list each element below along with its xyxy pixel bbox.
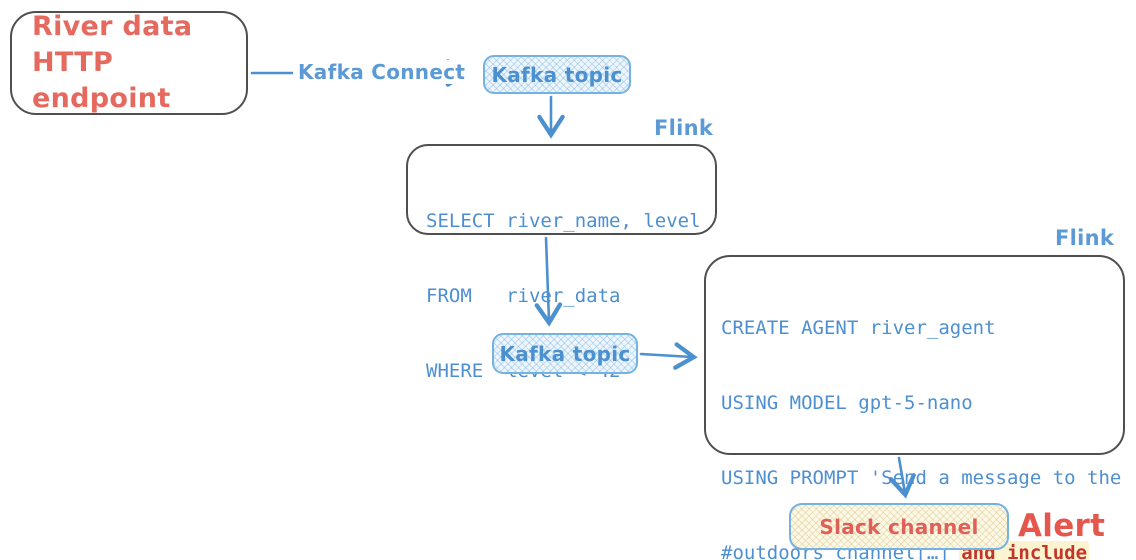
flink-agent-node: CREATE AGENT river_agent USING MODEL gpt…: [704, 255, 1125, 560]
agent-code-line: USING PROMPT 'Send a message to the: [721, 466, 1123, 491]
source-node-line1: River data: [32, 11, 193, 42]
sql-line: SELECT river_name, level: [426, 210, 701, 232]
kafka-topic-1-label: Kafka topic: [491, 62, 623, 87]
kafka-topic-node-1: Kafka topic: [483, 55, 631, 94]
agent-code-line: CREATE AGENT river_agent: [721, 316, 1123, 341]
source-node: River data HTTP endpoint: [10, 11, 248, 115]
kafka-topic-node-2: Kafka topic: [492, 333, 638, 374]
flink-sql-node: SELECT river_name, level FROM river_data…: [406, 144, 717, 382]
agent-code-text: USING PROMPT 'Send a message to the: [721, 467, 1122, 489]
agent-code-text: USING MODEL gpt-5-nano: [721, 392, 973, 414]
source-node-line2: HTTP endpoint: [32, 47, 171, 114]
agent-code-line: USING MODEL gpt-5-nano: [721, 391, 1123, 416]
slack-channel-label: Slack channel: [819, 514, 979, 539]
agent-code-text: CREATE AGENT river_agent: [721, 317, 996, 339]
kafka-topic-2-label: Kafka topic: [499, 341, 631, 366]
sql-line: FROM river_data: [426, 285, 621, 307]
flink-label-agent: Flink: [1055, 226, 1115, 250]
alert-label: Alert: [1018, 508, 1106, 544]
flink-label-sql: Flink: [654, 116, 714, 140]
slack-channel-node: Slack channel: [789, 503, 1009, 550]
kafka-connect-edge-label: Kafka Connect: [293, 60, 471, 84]
